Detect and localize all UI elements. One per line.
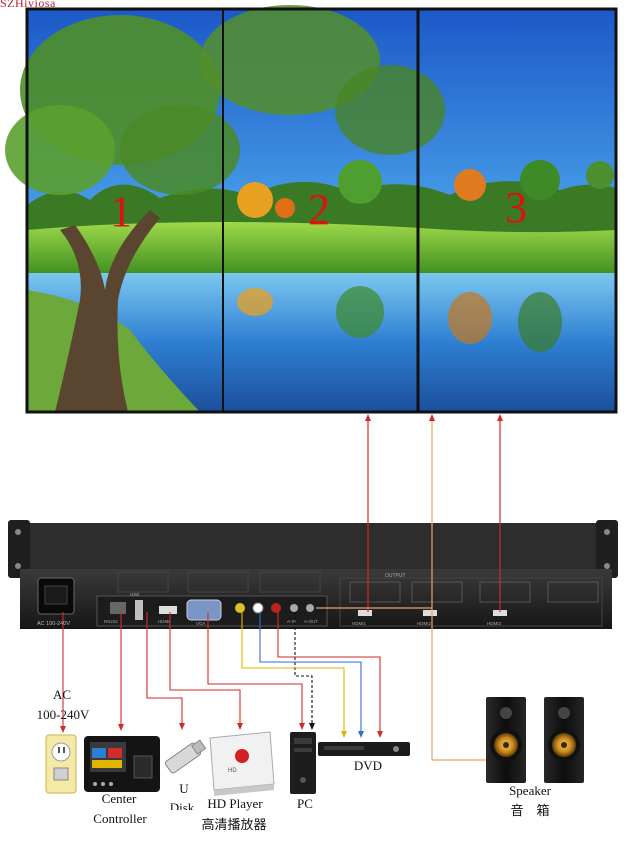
pc-tower-icon <box>290 732 316 794</box>
hd-player-label-line2: 高清播放器 <box>201 817 267 832</box>
u-disk-icon <box>164 739 207 774</box>
port-label-hdmi: HDMI <box>158 619 170 624</box>
ac-title-label: AC <box>52 687 72 702</box>
speaker-label-line1: Speaker <box>509 783 551 798</box>
video-wall-controller: AC 100-240V RS232 USB HDMI VGA A-IN A-OU… <box>8 520 618 629</box>
hd-player-label-line1: HD Player <box>207 796 263 811</box>
screen-number-2: 2 <box>308 185 330 234</box>
port-label-usb: USB <box>130 592 139 597</box>
output-label-1: HDMI1 <box>352 621 366 626</box>
av-white-port <box>252 602 264 614</box>
hdmi-output-1 <box>358 610 372 616</box>
watermark: SZHiviosa <box>0 0 56 10</box>
output-label-2: HDMI2 <box>417 621 431 626</box>
screen-1: 1 <box>110 187 132 236</box>
speaker-left-icon <box>486 697 526 783</box>
u-disk-label-line2: Disk <box>169 800 195 810</box>
vga-port <box>186 599 222 621</box>
screen-number-1: 1 <box>110 187 132 236</box>
port-label-vga: VGA <box>196 621 206 626</box>
hdmi-input-port <box>159 606 177 614</box>
center-controller-label-line1: Center <box>101 791 137 806</box>
u-disk-label-line1: U <box>179 781 189 796</box>
av-red-port <box>271 603 281 613</box>
ac-socket-icon <box>45 734 77 794</box>
rs232-port <box>110 602 126 614</box>
center-controller-label-line2: Controller <box>93 811 147 826</box>
screen-3: 3 <box>505 183 527 232</box>
usb-port <box>135 600 143 620</box>
screen-2: 2 <box>308 185 330 234</box>
center-controller-icon <box>84 736 160 792</box>
video-wall <box>5 5 618 414</box>
pc-label: PC <box>297 796 313 811</box>
audio-out-port <box>306 604 314 612</box>
dvd-label: DVD <box>353 758 383 773</box>
av-yellow-port <box>235 603 245 613</box>
ac-voltage-label: 100-240V <box>36 707 90 722</box>
hdmi-output-3 <box>493 610 507 616</box>
output-wires <box>316 414 503 761</box>
screen-number-3: 3 <box>505 183 527 232</box>
dvd-player-icon <box>318 742 410 756</box>
speaker-label-line2: 音 箱 <box>510 803 550 818</box>
port-label-audio-in: A-IN <box>287 619 296 624</box>
speaker-right-icon <box>544 697 584 783</box>
input-wires <box>60 612 383 738</box>
hd-player-icon: HD <box>209 731 275 796</box>
output-label-3: HDMI3 <box>487 621 501 626</box>
svg-text:HD: HD <box>228 768 237 774</box>
port-label-rs232: RS232 <box>104 619 118 624</box>
hdmi-output-2 <box>423 610 437 616</box>
output-group-label: OUTPUT <box>385 573 406 579</box>
port-label-audio-out: A-OUT <box>304 619 318 624</box>
audio-in-port <box>290 604 298 612</box>
power-inlet-label: AC 100-240V <box>37 621 70 627</box>
